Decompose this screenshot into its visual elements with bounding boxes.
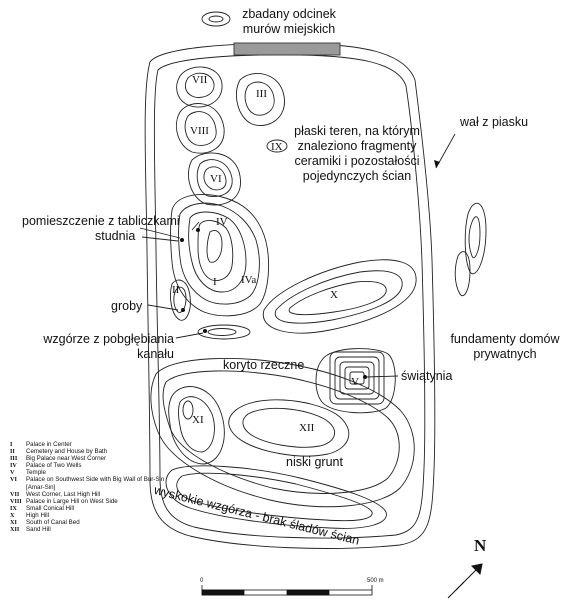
- contour-XI: [168, 386, 225, 465]
- label-river-bed: koryto rzeczne: [223, 358, 305, 372]
- legend-number: IV: [10, 462, 17, 470]
- legend-number: VII: [10, 490, 20, 498]
- contour-temple-V: [315, 348, 396, 414]
- label-house-foundations: fundamenty domów prywatnych: [450, 332, 560, 361]
- pointer-well: [141, 236, 179, 242]
- contour-VII: [176, 66, 223, 108]
- legend-number: XII: [10, 526, 20, 534]
- label-examined-wall: zbadany odcinek murów miejskich: [242, 7, 336, 36]
- roman-IVa: IVa: [241, 274, 257, 286]
- legend-text: Palace on Southwest Side with Big Wall o…: [26, 476, 165, 491]
- city-wall-inner: [153, 54, 426, 539]
- legend-row: V Temple: [10, 469, 170, 476]
- legend-row: X High Hill: [10, 512, 170, 519]
- roman-VI: VI: [210, 173, 222, 185]
- contour-VIII: [176, 103, 225, 154]
- legend-number: III: [10, 455, 18, 463]
- roman-X: X: [330, 289, 338, 301]
- legend-number: IX: [10, 504, 17, 512]
- contour-right-hill-lower: [454, 251, 471, 297]
- roman-V: V: [351, 376, 359, 388]
- label-graves: groby: [111, 299, 143, 313]
- legend-text: Palace in Large Hill on West Side: [26, 497, 118, 505]
- label-well: studnia: [95, 229, 136, 243]
- legend-text: Palace of Two Wells: [26, 462, 82, 470]
- roman-I: I: [213, 276, 217, 288]
- contour-XII: [228, 399, 350, 457]
- label-low-ground: niski grunt: [286, 455, 343, 469]
- label-tablet-room: pomieszczenie z tabliczkami: [22, 214, 180, 228]
- north-arrow-icon: [447, 563, 483, 599]
- roman-IV: IV: [216, 216, 228, 228]
- legend-text: Temple: [26, 469, 46, 477]
- legend-text: South of Canal Bed: [26, 519, 80, 527]
- roman-VII: VII: [192, 74, 208, 86]
- legend-text: West Corner, Last High Hill: [26, 490, 101, 498]
- legend-number: VIII: [10, 497, 22, 505]
- scale-start-label: 0: [200, 578, 204, 584]
- legend-row: IV Palace of Two Wells: [10, 462, 170, 469]
- legend-row: VI Palace on Southwest Side with Big Wall…: [10, 476, 170, 490]
- legend-number: II: [10, 448, 15, 456]
- legend-text: Palace in Center: [26, 441, 72, 448]
- roman-II: II: [172, 284, 180, 296]
- legend-text: Sand Hill: [26, 526, 51, 534]
- legend-text: High Hill: [26, 511, 50, 519]
- contour-VI: [188, 152, 241, 206]
- contour-lower-basin: [150, 358, 415, 508]
- label-flat-area: płaski teren, na którym znaleziono fragm…: [294, 124, 420, 183]
- legend-row: IX Small Conical Hill: [10, 505, 170, 512]
- legend-row: XI South of Canal Bed: [10, 519, 170, 526]
- legend-text: Small Conical Hill: [26, 504, 75, 512]
- contour-III: [236, 73, 285, 126]
- legend-row: II Cemetery and House by Bath: [10, 448, 170, 455]
- roman-XI: XI: [192, 414, 204, 426]
- north-label: N: [474, 536, 487, 555]
- pointer-canal: [175, 332, 204, 339]
- label-temple: świątynia: [401, 369, 453, 383]
- legend-number: I: [10, 441, 13, 448]
- roman-IX: IX: [271, 141, 283, 153]
- legend-number: X: [10, 511, 15, 519]
- city-wall-outer: [144, 43, 436, 549]
- scale-end-label: 500 m: [367, 578, 384, 584]
- legend-row: I Palace in Center: [10, 441, 170, 448]
- legend-row: XII Sand Hill: [10, 526, 170, 533]
- contour-west-complex: [170, 194, 270, 317]
- contour-X: [262, 259, 417, 334]
- contour-II: [169, 279, 191, 321]
- roman-VIII: VIII: [190, 125, 209, 137]
- contour-south-hills: [165, 465, 387, 529]
- contour-canal-hill: [197, 324, 251, 340]
- legend-row: III Big Palace near West Corner: [10, 455, 170, 462]
- legend-text: Cemetery and House by Bath: [26, 448, 108, 456]
- legend-number: XI: [10, 519, 17, 527]
- pointer-tablet: [139, 227, 181, 239]
- legend-number: V: [10, 469, 15, 477]
- roman-XII: XII: [299, 422, 315, 434]
- contour-top: [201, 11, 231, 27]
- label-canal-hill: wzgórze z pobgłębiania kanału: [43, 332, 174, 361]
- contour-right-hill-upper: [464, 202, 487, 275]
- contour-IX: [266, 139, 288, 153]
- scale-bar: [201, 585, 373, 596]
- label-sand-rampart: wał z piasku: [460, 115, 529, 129]
- pointer-graves: [147, 304, 179, 311]
- roman-III: III: [256, 88, 267, 100]
- legend-text: Big Palace near West Corner: [26, 455, 107, 463]
- pointer-temple: [365, 375, 399, 378]
- legend-number: VI: [10, 476, 17, 484]
- legend-row: VIII Palace in Large Hill on West Side: [10, 498, 170, 505]
- examined-wall-segment: [233, 42, 341, 56]
- legend-row: VII West Corner, Last High Hill: [10, 491, 170, 498]
